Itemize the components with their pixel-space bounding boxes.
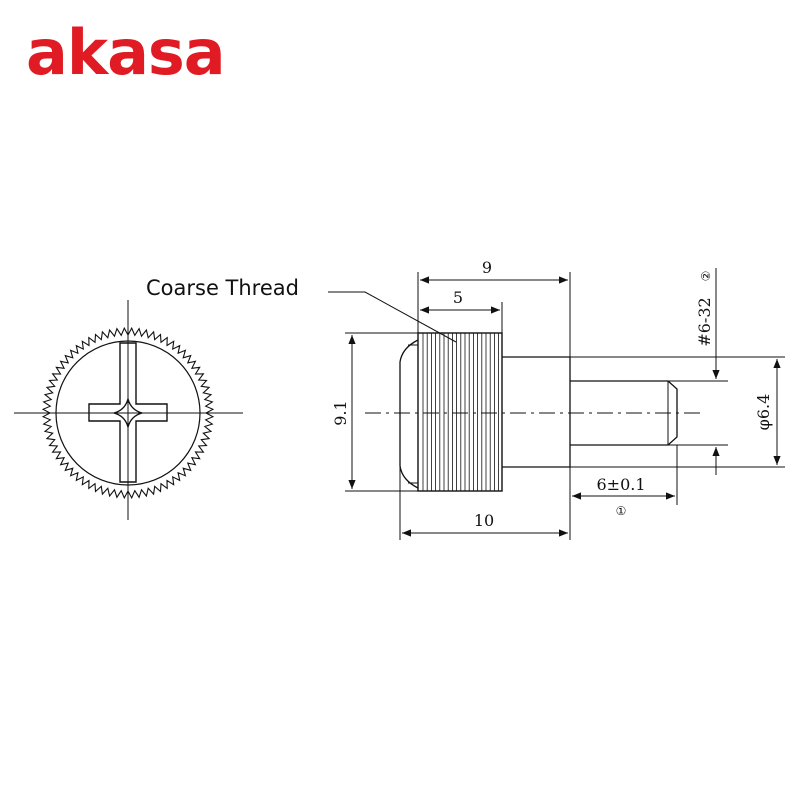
thread-note-mark: ② xyxy=(699,271,713,282)
head-length-label: 9 xyxy=(482,258,492,277)
phillips-cross-icon xyxy=(88,342,168,483)
side-view xyxy=(365,332,700,492)
cross-recess-diamond xyxy=(111,396,145,430)
dome-cap xyxy=(399,339,419,489)
shaft-length-label: 6±0.1 xyxy=(596,475,645,494)
head-neck xyxy=(502,356,571,468)
shaft-note-mark: ① xyxy=(616,504,627,518)
knurled-head xyxy=(417,332,503,492)
thread-spec-label: #6-32 xyxy=(695,297,714,346)
knurl-length-label: 5 xyxy=(453,288,463,307)
dimension-lines xyxy=(328,268,785,540)
callout-leader xyxy=(328,291,457,343)
brand-logo: akasa xyxy=(26,16,226,89)
shaft-diameter-label: φ6.4 xyxy=(754,394,773,431)
knurl-lines xyxy=(422,333,500,491)
head-diameter-label: 9.1 xyxy=(331,400,350,425)
front-view xyxy=(14,300,243,520)
coarse-thread-callout: Coarse Thread xyxy=(146,276,299,300)
total-length-label: 10 xyxy=(474,511,494,530)
